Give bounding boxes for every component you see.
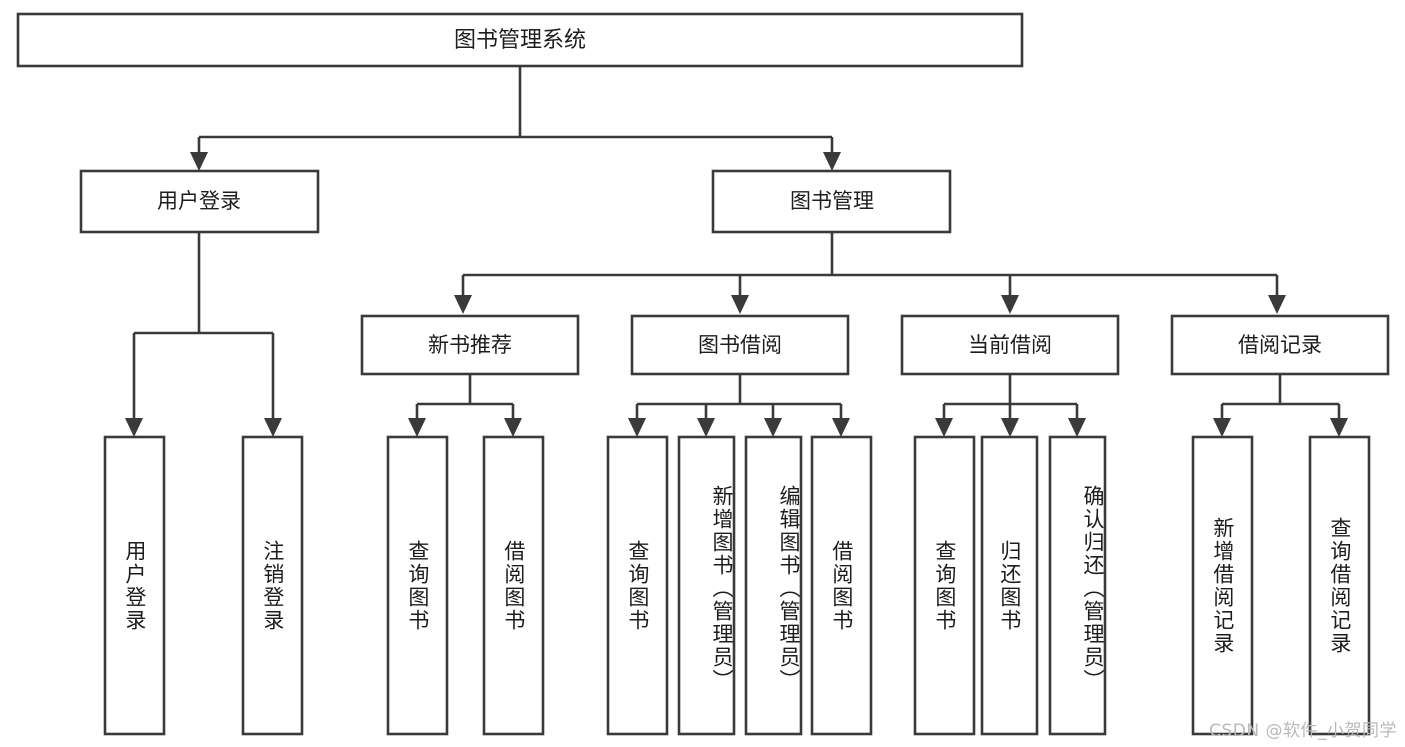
node-box-current-borrow[interactable] — [900, 314, 1120, 376]
arrowhead-leaf-confirm-return — [1068, 418, 1086, 437]
edges-root-to-level2 — [190, 66, 841, 171]
arrowhead-borrow-record — [1268, 295, 1286, 314]
edges-borrow-record-to-leaves — [1213, 374, 1348, 437]
arrowhead-book-borrow — [731, 295, 749, 314]
node-box-leaf-user-login[interactable] — [103, 435, 166, 736]
arrowhead-leaf-query-book-3 — [935, 418, 953, 437]
node-box-root[interactable] — [16, 12, 1024, 68]
arrowhead-leaf-query-book-1 — [408, 418, 426, 437]
node-box-leaf-query-book-3[interactable] — [913, 435, 976, 736]
node-box-user-login[interactable] — [79, 169, 320, 234]
edges-book-borrow-to-leaves — [628, 374, 850, 437]
node-box-leaf-edit-book[interactable] — [744, 435, 803, 736]
arrowhead-leaf-borrow-book-1 — [504, 418, 522, 437]
node-label-user-login: 用户登录 — [157, 189, 241, 213]
csdn-watermark: CSDN @软件_小贺同学 — [1209, 721, 1397, 741]
edges-user-login-to-leaves — [125, 232, 282, 437]
node-box-leaf-logout[interactable] — [241, 435, 304, 736]
node-box-leaf-query-book-1[interactable] — [386, 435, 449, 736]
edges-new-book-rec-to-leaves — [408, 374, 522, 437]
node-box-leaf-confirm-return[interactable] — [1048, 435, 1107, 736]
node-box-leaf-add-record[interactable] — [1191, 435, 1254, 736]
node-label-book-manage: 图书管理 — [790, 189, 874, 213]
node-label-current-borrow: 当前借阅 — [968, 333, 1052, 357]
arrowhead-leaf-edit-book — [764, 418, 782, 437]
node-box-leaf-borrow-book-2[interactable] — [810, 435, 873, 736]
node-box-new-book-rec[interactable] — [360, 314, 580, 376]
arrowhead-leaf-query-book-2 — [628, 418, 646, 437]
edges-current-borrow-to-leaves — [935, 374, 1086, 437]
node-label-book-borrow: 图书借阅 — [698, 333, 782, 357]
edges-book-manage-to-level3 — [454, 232, 1286, 314]
node-box-book-manage[interactable] — [711, 169, 952, 234]
arrowhead-leaf-add-book — [697, 418, 715, 437]
arrowhead-current-borrow — [1001, 295, 1019, 314]
node-box-leaf-query-record[interactable] — [1308, 435, 1371, 736]
arrowhead-user-login — [190, 152, 208, 171]
arrowhead-book-manage — [823, 152, 841, 171]
node-box-leaf-add-book[interactable] — [677, 435, 736, 736]
arrowhead-leaf-return-book — [1001, 418, 1019, 437]
arrowhead-new-book-rec — [454, 295, 472, 314]
node-label-borrow-record: 借阅记录 — [1238, 333, 1322, 357]
node-label-root: 图书管理系统 — [454, 28, 586, 53]
arrowhead-leaf-user-login — [125, 418, 143, 437]
arrowhead-leaf-query-record — [1330, 418, 1348, 437]
arrowhead-leaf-add-record — [1213, 418, 1231, 437]
arrowhead-leaf-borrow-book-2 — [832, 418, 850, 437]
node-box-borrow-record[interactable] — [1170, 314, 1390, 376]
node-box-book-borrow[interactable] — [630, 314, 850, 376]
node-box-leaf-query-book-2[interactable] — [606, 435, 669, 736]
node-label-new-book-rec: 新书推荐 — [428, 333, 512, 357]
node-box-leaf-borrow-book-1[interactable] — [482, 435, 545, 736]
node-box-leaf-return-book[interactable] — [980, 435, 1039, 736]
arrowhead-leaf-logout — [264, 418, 282, 437]
